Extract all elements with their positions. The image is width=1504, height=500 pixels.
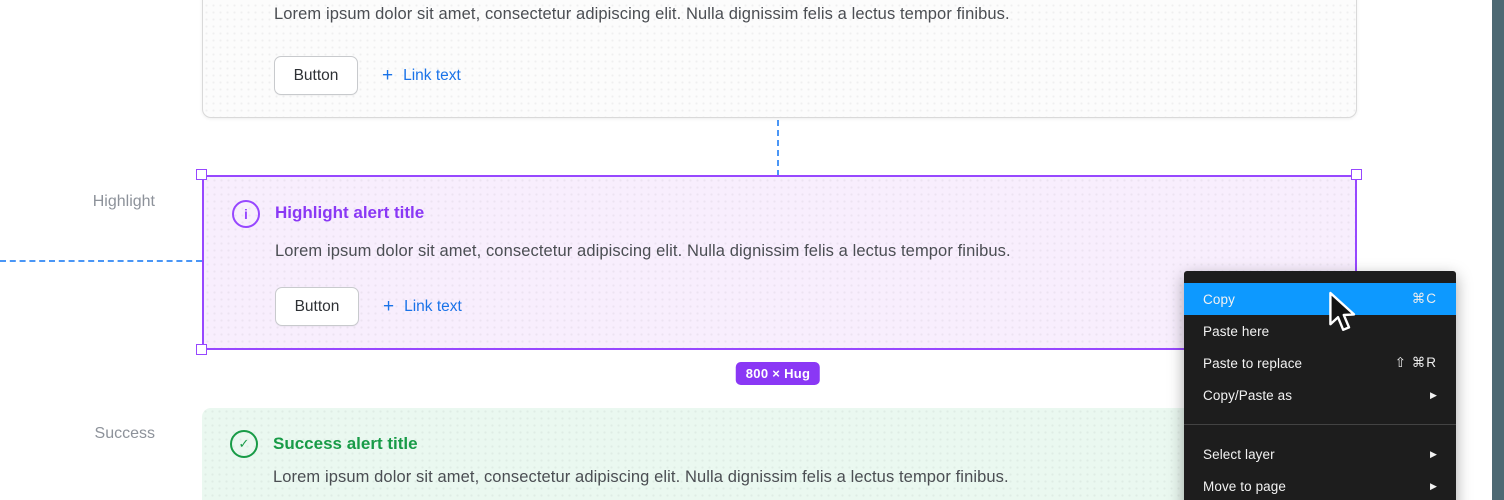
menu-item-copy-paste-as[interactable]: Copy/Paste as ▶ [1203,387,1437,403]
link-label: Link text [403,66,461,84]
link-label: Link text [404,297,462,315]
menu-item-move-to-page[interactable]: Move to page ▶ [1203,478,1437,494]
highlight-alert-card[interactable]: i Highlight alert title Lorem ipsum dolo… [202,175,1357,350]
success-alert-card[interactable]: ✓ Success alert title Lorem ipsum dolor … [202,408,1357,500]
default-alert-card[interactable]: Lorem ipsum dolor sit amet, consectetur … [202,0,1357,118]
context-menu: Copy ⌘C Paste here Paste to replace ⇧ ⌘R… [1184,271,1456,500]
alert-body-text: Lorem ipsum dolor sit amet, consectetur … [273,468,1009,486]
alert-actions: Button + Link text [274,56,461,95]
menu-item-paste-to-replace[interactable]: Paste to replace ⇧ ⌘R [1203,355,1437,371]
plus-icon: + [382,65,394,86]
info-icon: i [232,200,260,228]
menu-item-copy[interactable]: Copy ⌘C [1184,283,1456,315]
horizontal-center-guide [0,260,202,262]
alert-button[interactable]: Button [274,56,358,95]
alert-title: Success alert title [273,434,418,453]
selection-handle-top-right[interactable] [1351,169,1362,180]
submenu-arrow-icon: ▶ [1429,389,1437,400]
right-panel-edge [1492,0,1504,500]
alert-body-text: Lorem ipsum dolor sit amet, consectetur … [275,242,1011,260]
menu-item-paste-here[interactable]: Paste here [1203,323,1270,339]
menu-item-select-layer[interactable]: Select layer ▶ [1203,446,1437,462]
menu-separator [1184,424,1456,425]
shortcut-label: ⌘C [1411,291,1437,306]
check-circle-icon: ✓ [230,430,258,458]
alert-body-text: Lorem ipsum dolor sit amet, consectetur … [274,5,1010,23]
mouse-cursor-icon [1329,291,1356,331]
submenu-arrow-icon: ▶ [1429,480,1437,491]
alert-button[interactable]: Button [275,287,359,326]
selection-handle-bottom-left[interactable] [196,344,207,355]
alert-title: Highlight alert title [275,203,425,222]
selection-handle-top-left[interactable] [196,169,207,180]
alert-link[interactable]: + Link text [382,66,461,85]
section-label-highlight: Highlight [92,193,155,210]
alert-link[interactable]: + Link text [383,297,462,316]
size-badge: 800 × Hug [735,362,821,385]
section-label-success: Success [94,425,155,442]
shortcut-label: ⇧ ⌘R [1394,355,1437,370]
alert-actions: Button + Link text [275,287,462,326]
submenu-arrow-icon: ▶ [1429,448,1437,459]
plus-icon: + [383,296,395,317]
